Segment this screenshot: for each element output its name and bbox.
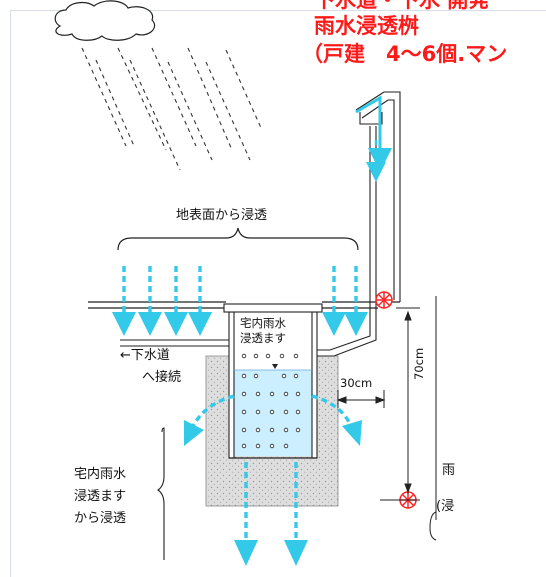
sewer-pipe xyxy=(120,339,229,347)
right-cut-label-a: 雨 xyxy=(442,463,456,478)
dimension-30cm xyxy=(336,390,386,408)
rain-lines xyxy=(81,47,263,171)
basin-top-label-2: 浸透ます xyxy=(240,331,286,345)
downspout xyxy=(317,91,401,357)
surface-arrows-left xyxy=(112,266,212,336)
image-frame xyxy=(10,10,546,577)
perforation-dots xyxy=(241,353,301,449)
dimension-70cm-label: 70cm xyxy=(412,347,426,380)
basin-side-label-3: から浸透 xyxy=(74,511,127,526)
basin-top-label-1: 宅内雨水 xyxy=(240,316,286,330)
right-cut-label-b: (浸 xyxy=(436,499,455,514)
surface-infiltration-label: 地表面から浸透 xyxy=(176,208,268,223)
title-line-2: 雨水浸透桝 xyxy=(314,14,419,38)
dimension-30cm-label: 30cm xyxy=(340,376,373,390)
sewer-connect-label-1: ←下水道 xyxy=(120,348,170,363)
basin-outflow-arrows xyxy=(184,394,362,566)
basin-side-brace xyxy=(157,427,165,560)
surface-arrows-right xyxy=(322,266,368,336)
dimension-70cm xyxy=(380,307,420,501)
title-line-1: 下水道・下水 開発 xyxy=(314,0,490,12)
valve-icon-top xyxy=(375,291,393,309)
basin-side-label-2: 浸透ます xyxy=(74,489,127,504)
surface-brace xyxy=(117,227,359,251)
gutter-flow-arrow xyxy=(355,95,392,172)
right-brace xyxy=(429,511,437,541)
cloud-icon xyxy=(54,0,156,41)
sewer-connect-label-2: へ接続 xyxy=(142,370,182,385)
title-line-3: （戸建 4～6個.マン xyxy=(302,42,508,66)
basin-side-label-1: 宅内雨水 xyxy=(74,467,127,482)
